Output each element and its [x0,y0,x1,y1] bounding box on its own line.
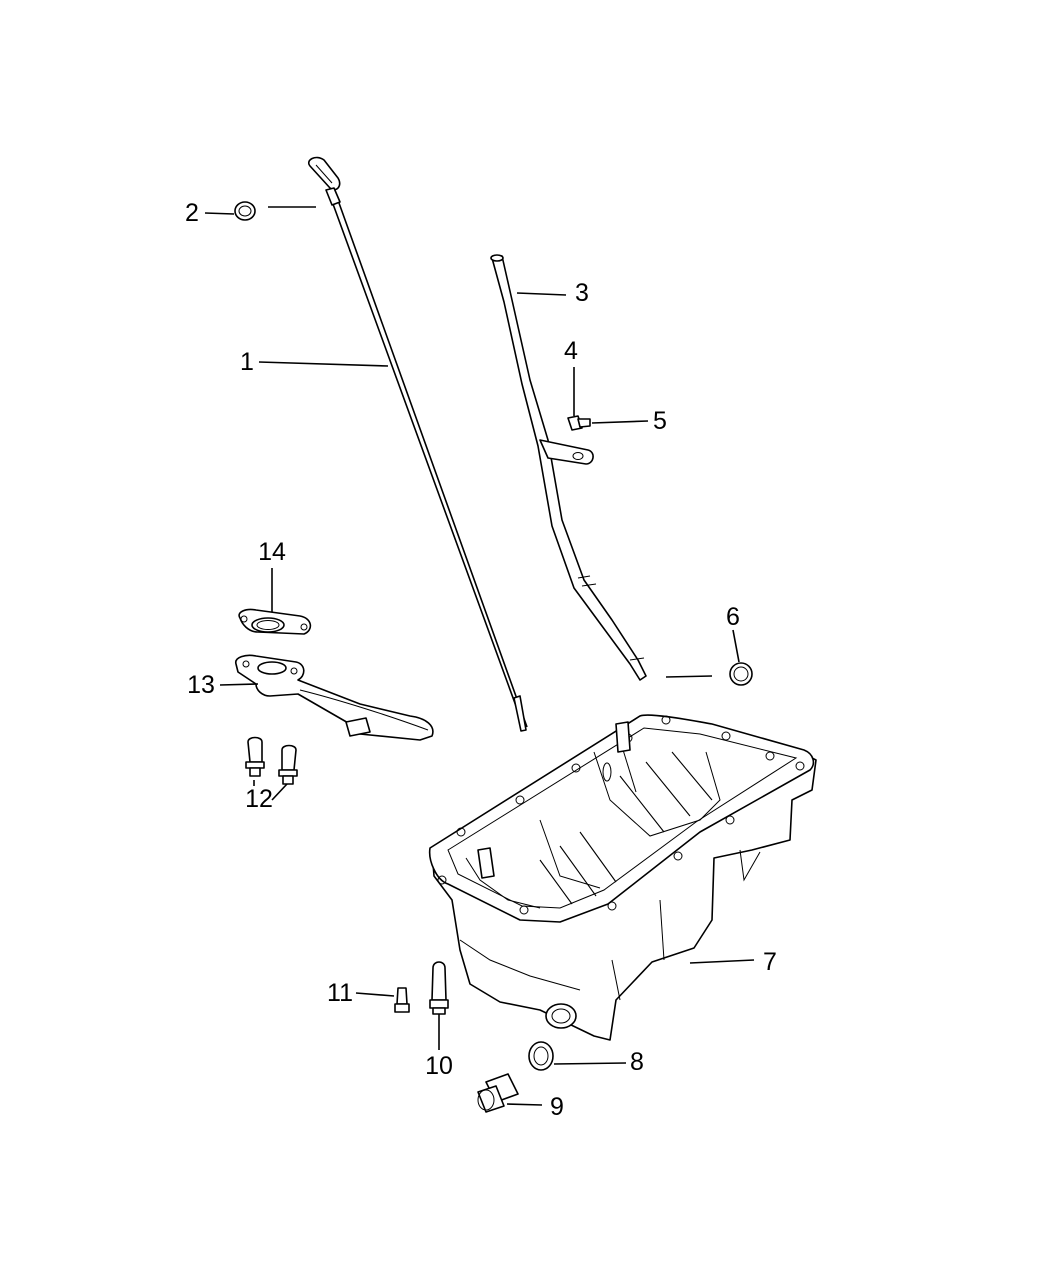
callout-3: 3 [575,279,589,307]
callout-12: 12 [245,785,273,813]
o-ring-dipstick [234,201,256,221]
pickup-gasket [238,608,312,635]
dipstick [308,156,528,732]
callout-4: 4 [564,337,578,365]
pan-bolt [394,987,410,1013]
pan-stud-bolt [429,961,449,1015]
callout-8: 8 [630,1048,644,1076]
leader-lines [204,206,755,1106]
callout-14: 14 [258,538,286,566]
drain-plug [477,1073,519,1113]
pickup-bolts [245,736,298,785]
callout-6: 6 [726,603,740,631]
drain-plug-gasket [528,1041,554,1071]
o-ring-tube [729,662,753,686]
tube-bolt [567,415,591,431]
callout-5: 5 [653,407,667,435]
oil-pickup-tube [235,654,434,741]
callout-7: 7 [763,948,777,976]
callout-10: 10 [425,1052,453,1080]
callout-11: 11 [327,979,353,1007]
callout-9: 9 [550,1093,564,1121]
oil-pan [428,714,817,1041]
callout-1: 1 [240,348,254,376]
callout-13: 13 [187,671,215,699]
dipstick-tube [490,254,647,681]
callout-2: 2 [185,199,199,227]
